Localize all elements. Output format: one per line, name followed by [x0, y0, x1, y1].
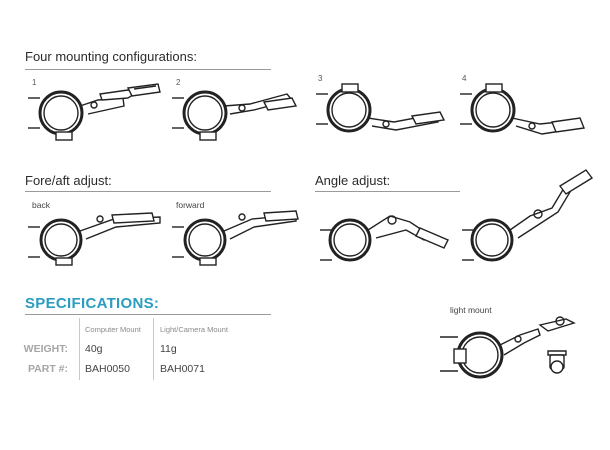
fore-aft-back-illustration [28, 205, 163, 267]
spec-label-weight: WEIGHT: [23, 343, 68, 355]
fore-aft-forward-illustration [172, 205, 302, 267]
spec-col-light-camera-mount: Light/Camera Mount [160, 325, 228, 334]
light-mount-label: light mount [450, 305, 492, 315]
mounting-title: Four mounting configurations: [25, 49, 197, 64]
config-4-number: 4 [462, 74, 467, 83]
angle-down-illustration [320, 200, 460, 268]
spec-label-part: PART #: [27, 363, 68, 375]
config-3-number: 3 [318, 74, 323, 83]
config-2-illustration [172, 80, 302, 142]
angle-up-illustration [462, 168, 602, 268]
specs-divider [79, 318, 80, 380]
spec-weight-computer: 40g [85, 343, 103, 355]
spec-weight-light: 11g [160, 343, 177, 355]
light-mount-illustration [440, 315, 590, 395]
config-3-illustration [316, 80, 451, 142]
angle-title: Angle adjust: [315, 173, 391, 188]
specifications-title: SPECIFICATIONS: [25, 295, 160, 312]
config-4-illustration [460, 80, 590, 142]
config-2-number: 2 [176, 78, 181, 87]
fore-aft-rule [25, 191, 271, 192]
specs-rule [25, 314, 271, 315]
spec-part-computer: BAH0050 [85, 363, 130, 375]
angle-rule [315, 191, 460, 192]
spec-col-computer-mount: Computer Mount [85, 325, 141, 334]
fore-aft-back-label: back [32, 200, 50, 210]
spec-part-light: BAH0071 [160, 363, 205, 375]
config-1-illustration [28, 80, 163, 142]
specs-divider-2 [153, 318, 154, 380]
mounting-rule [25, 69, 271, 70]
config-1-number: 1 [32, 78, 37, 87]
fore-aft-forward-label: forward [176, 200, 205, 210]
fore-aft-title: Fore/aft adjust: [25, 173, 112, 188]
